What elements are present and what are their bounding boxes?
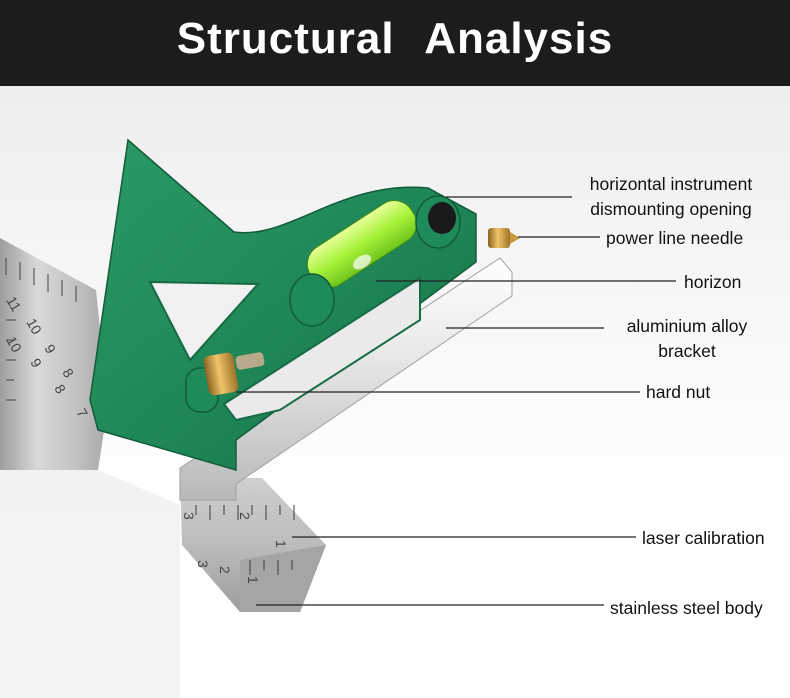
power-line-needle xyxy=(488,228,520,248)
label-aluminium-bracket-line2: bracket xyxy=(658,341,716,361)
leader-lines xyxy=(236,196,676,606)
ruler-num-10-outer: 10 xyxy=(23,316,45,338)
label-power-line-needle: power line needle xyxy=(606,228,744,248)
ruler-num-1-inner: 1 xyxy=(245,576,261,584)
ruler-num-2: 2 xyxy=(237,512,253,520)
label-stainless-body: stainless steel body xyxy=(610,598,763,618)
ruler-num-11: 11 xyxy=(3,294,24,315)
label-hard-nut: hard nut xyxy=(646,382,711,402)
title-banner: Structural Analysis xyxy=(0,0,790,86)
label-instrument-opening-line1: horizontal instrument xyxy=(589,174,753,194)
label-instrument-opening: horizontal instrument dismounting openin… xyxy=(574,172,768,222)
ruler-num-3-inner: 3 xyxy=(195,560,211,568)
label-aluminium-bracket: aluminium alloy bracket xyxy=(612,314,762,364)
label-aluminium-bracket-line1: aluminium alloy xyxy=(626,316,748,336)
label-horizon: horizon xyxy=(684,272,742,292)
label-laser-calibration: laser calibration xyxy=(642,528,765,548)
ruler-num-3: 3 xyxy=(181,512,197,520)
level-vial-assembly xyxy=(289,195,461,327)
ruler-num-10-inner: 10 xyxy=(3,334,25,356)
ruler-blade-horizontal xyxy=(180,478,326,612)
ruler-num-1: 1 xyxy=(273,540,289,548)
page-title: Structural Analysis xyxy=(176,14,614,63)
ruler-num-2-inner: 2 xyxy=(217,566,233,574)
ruler-blade-vertical xyxy=(0,238,180,698)
hard-nut xyxy=(185,352,265,413)
aluminium-bracket xyxy=(179,257,513,501)
instrument-opening-dark xyxy=(428,202,456,234)
label-instrument-opening-line2: dismounting opening xyxy=(590,199,752,219)
